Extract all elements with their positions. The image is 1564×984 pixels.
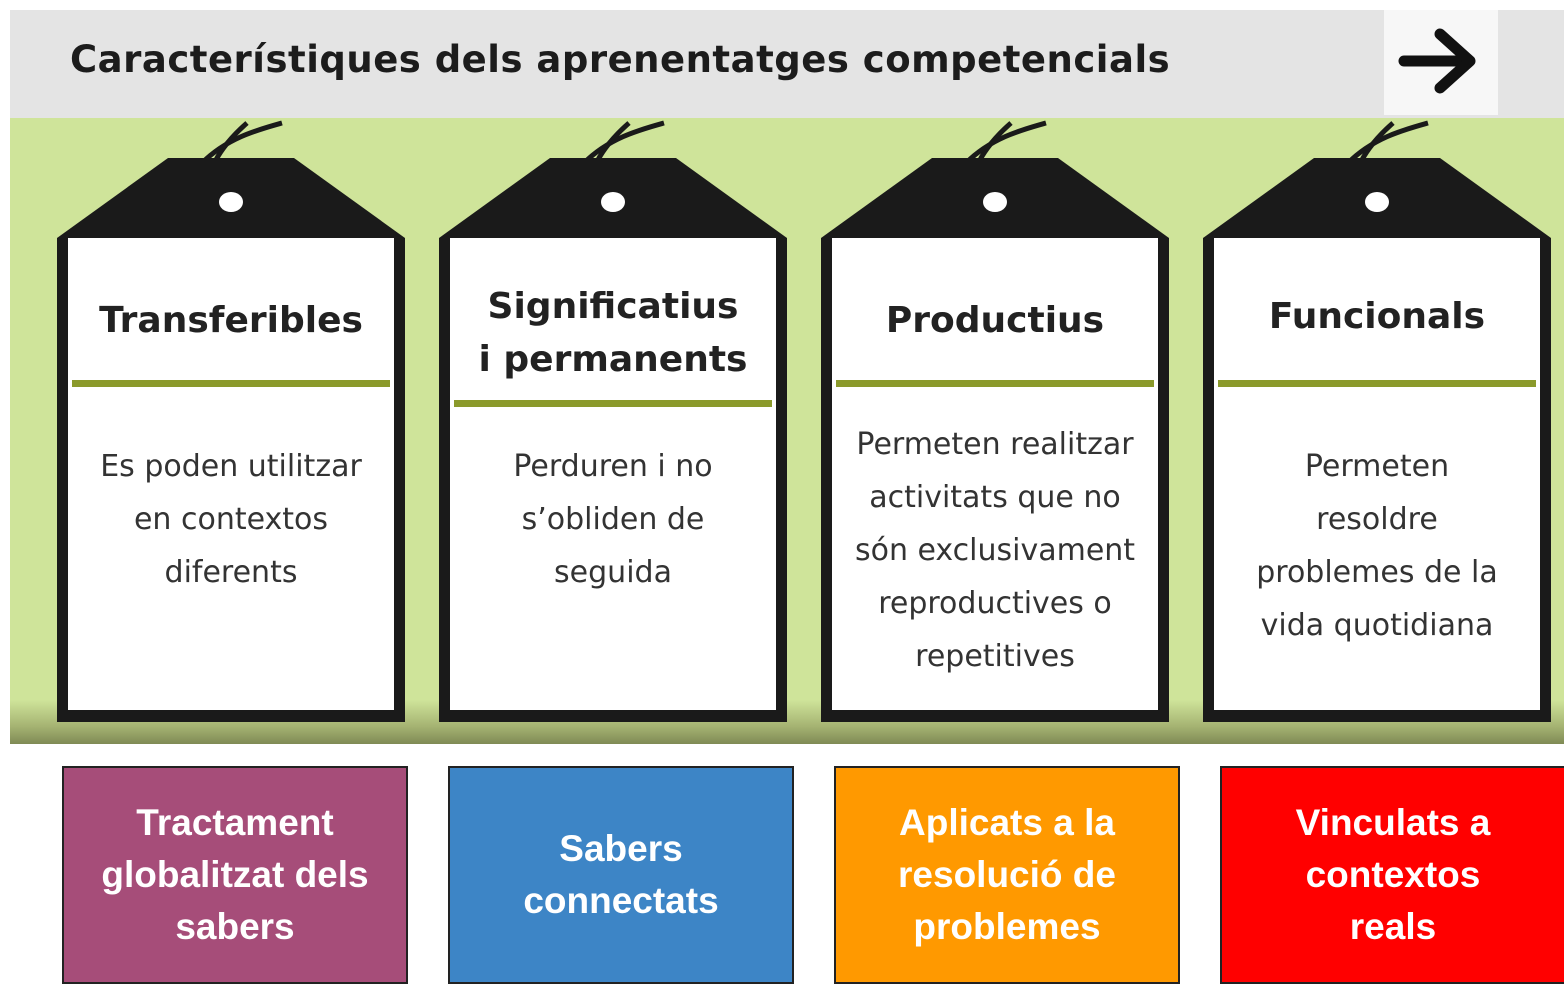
tag-significatius: Significatius i permanents Perduren i no… bbox=[424, 118, 802, 722]
box-label: Aplicats a la resolució de problemes bbox=[898, 802, 1116, 947]
tag-divider bbox=[454, 400, 772, 407]
page-title: Característiques dels aprenentatges comp… bbox=[70, 38, 1171, 81]
tag-transferibles: Transferibles Es poden utilitzar en cont… bbox=[42, 118, 420, 722]
tag-productius: Productius Permeten realitzar activitats… bbox=[806, 118, 1184, 722]
box-aplicats-resolucio: Aplicats a la resolució de problemes bbox=[834, 766, 1180, 984]
tag-title: Productius bbox=[885, 300, 1105, 341]
box-label: Vinculats a contextos reals bbox=[1295, 802, 1491, 947]
header-bar: Característiques dels aprenentatges comp… bbox=[10, 10, 1564, 118]
tag-shape bbox=[439, 120, 787, 722]
tag-description: Perduren i no s’obliden de seguida bbox=[513, 449, 713, 590]
next-button[interactable] bbox=[1384, 10, 1498, 115]
tag-divider bbox=[72, 380, 390, 387]
box-label: Tractament globalitzat dels sabers bbox=[101, 802, 369, 947]
box-sabers-connectats: Sabers connectats bbox=[448, 766, 794, 984]
tag-shape bbox=[57, 120, 405, 722]
box-tractament-globalitzat: Tractament globalitzat dels sabers bbox=[62, 766, 408, 984]
arrow-right-icon bbox=[1398, 28, 1476, 94]
tag-title: Significatius i permanents bbox=[478, 286, 748, 380]
tag-description: Permeten resoldre problemes de la vida q… bbox=[1256, 449, 1498, 643]
tag-shape bbox=[821, 120, 1169, 722]
tag-description: Permeten realitzar activitats que no són… bbox=[854, 427, 1136, 674]
tag-divider bbox=[1218, 380, 1536, 387]
tag-funcionals: Funcionals Permeten resoldre problemes d… bbox=[1188, 118, 1564, 722]
tag-shape bbox=[1203, 120, 1551, 722]
tag-title: Transferibles bbox=[99, 300, 363, 341]
tag-divider bbox=[836, 380, 1154, 387]
box-vinculats-contextos: Vinculats a contextos reals bbox=[1220, 766, 1564, 984]
tag-description: Es poden utilitzar en contextos diferent… bbox=[100, 449, 362, 590]
box-label: Sabers connectats bbox=[523, 828, 719, 921]
tag-title: Funcionals bbox=[1268, 296, 1486, 337]
